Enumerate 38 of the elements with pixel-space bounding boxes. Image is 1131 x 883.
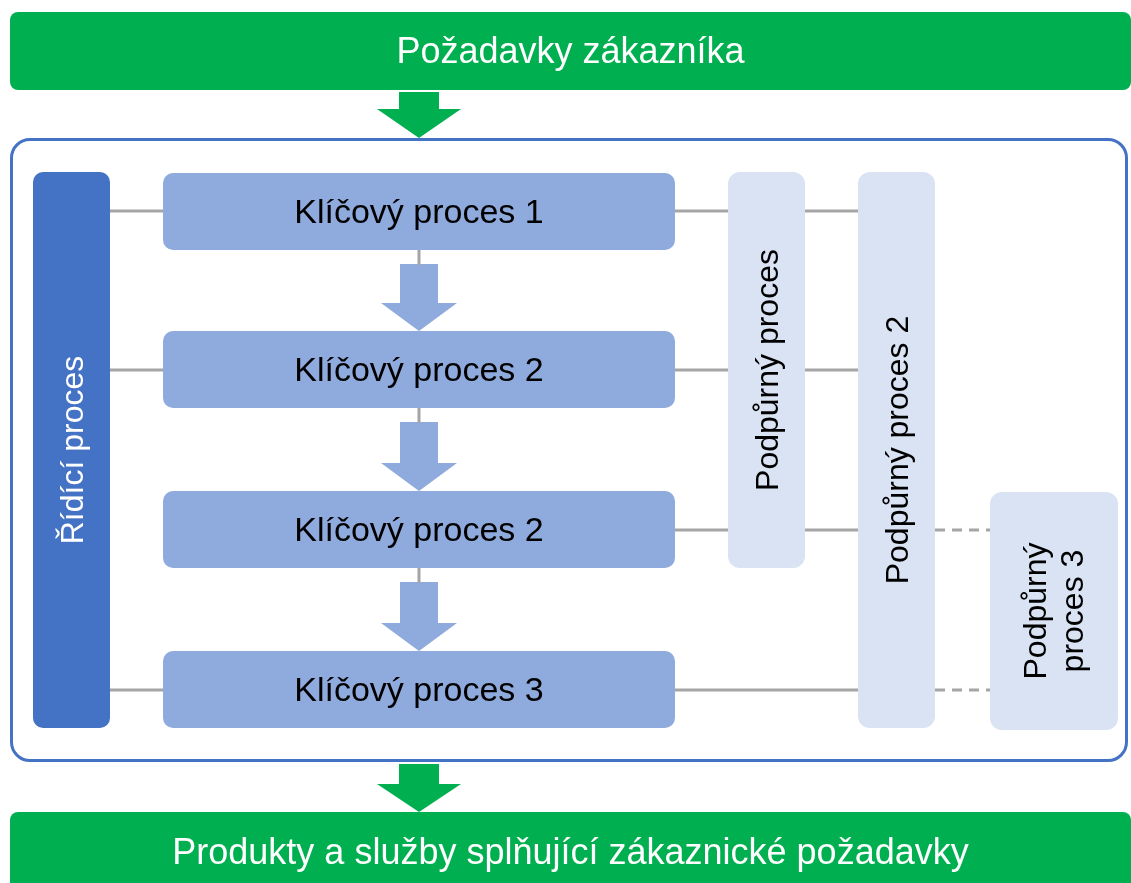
process-label: Podpůrný proces 3 bbox=[1017, 541, 1091, 682]
process-label: Podpůrný proces bbox=[748, 249, 785, 491]
header-band bbox=[10, 12, 1131, 90]
support-process-box bbox=[728, 172, 805, 568]
connector-line bbox=[935, 528, 990, 532]
block-arrow bbox=[381, 408, 457, 491]
process-label: Klíčový proces 2 bbox=[294, 349, 544, 390]
process-label: Podpůrný proces 2 bbox=[878, 315, 915, 585]
block-arrow bbox=[381, 250, 457, 331]
connector-line bbox=[110, 209, 163, 213]
connector-line bbox=[675, 209, 728, 213]
support-process-box bbox=[858, 172, 935, 728]
band-label: Produkty a služby splňující zákaznické požadavky bbox=[172, 831, 969, 873]
block-arrow bbox=[377, 764, 461, 812]
process-box bbox=[163, 651, 675, 728]
connector-line bbox=[805, 528, 858, 532]
process-label: Řídící proces bbox=[53, 355, 90, 545]
connector-line bbox=[805, 368, 858, 372]
process-container bbox=[10, 138, 1128, 762]
connector-line bbox=[110, 368, 163, 372]
process-box bbox=[163, 173, 675, 250]
band-label: Požadavky zákazníka bbox=[396, 30, 745, 72]
output-band bbox=[10, 812, 1131, 883]
block-arrow bbox=[377, 92, 461, 138]
process-label: Klíčový proces 3 bbox=[294, 669, 544, 710]
process-box bbox=[163, 331, 675, 408]
connector-line bbox=[805, 209, 858, 213]
connector-line bbox=[675, 688, 858, 692]
connector-line bbox=[675, 368, 728, 372]
process-label: Klíčový proces 1 bbox=[294, 191, 544, 232]
connector-line bbox=[110, 688, 163, 692]
control-process-bar bbox=[33, 172, 110, 728]
connector-line bbox=[935, 688, 990, 692]
block-arrow bbox=[381, 568, 457, 651]
process-box bbox=[163, 491, 675, 568]
connector-line bbox=[675, 528, 728, 532]
support-process-box bbox=[990, 492, 1118, 730]
process-label: Klíčový proces 2 bbox=[294, 509, 544, 550]
